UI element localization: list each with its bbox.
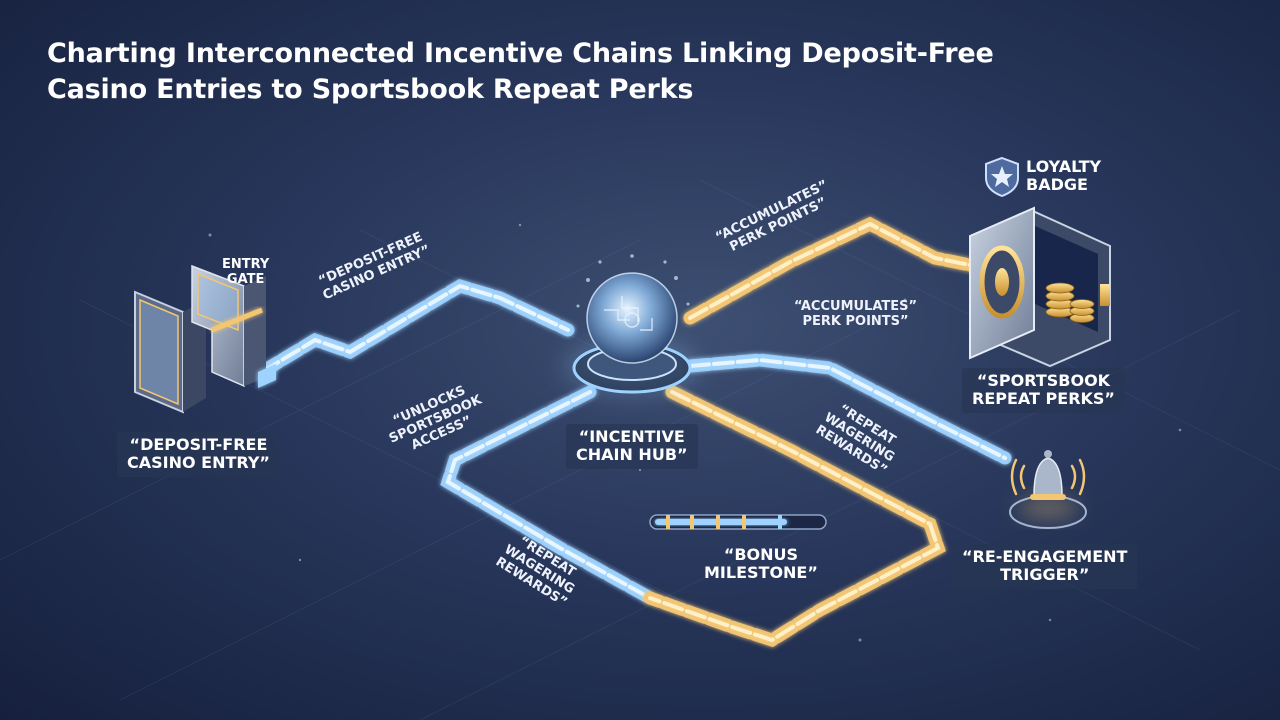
loyalty-line-2: BADGE (1026, 175, 1088, 195)
accumulates-mid-line-1: “ACCUMULATES” (794, 299, 918, 314)
reengagement-line-2: TRIGGER” (1000, 565, 1090, 585)
sportsbook-line-1: “SPORTSBOOK (976, 371, 1111, 390)
bonus-line-1: “BONUS (723, 545, 799, 564)
page-title: Charting Interconnected Incentive Chains… (47, 36, 1147, 108)
entry-gate-line-1: ENTRY (222, 257, 270, 272)
bonus-progress-bar (649, 514, 827, 530)
loyalty-badge-label: LOYALTY BADGE (1026, 157, 1102, 195)
accumulates-mid-line-2: PERK POINTS” (802, 313, 909, 329)
deposit-free-entry-label: “DEPOSIT-FREE CASINO ENTRY” (117, 432, 280, 477)
reengagement-trigger-label: “RE-ENGAGEMENT TRIGGER” (952, 544, 1138, 589)
link-label-accumulates-mid: “ACCUMULATES” PERK POINTS” (794, 299, 918, 330)
entry-gate-icon (134, 264, 276, 414)
shield-icon (985, 156, 1019, 198)
chain-accumulates-mid (683, 353, 1012, 465)
deposit-free-line-2: CASINO ENTRY” (127, 453, 270, 473)
chain-accumulates-top (683, 216, 982, 325)
title-line-2: Casino Entries to Sportsbook Repeat Perk… (47, 74, 694, 105)
incentive-hub-icon (562, 254, 702, 398)
sportsbook-line-2: REPEAT PERKS” (972, 389, 1115, 409)
deposit-free-line-1: “DEPOSIT-FREE (129, 435, 268, 454)
vault-icon (969, 206, 1111, 368)
hub-line-2: CHAIN HUB” (576, 445, 688, 465)
reengagement-line-1: “RE-ENGAGEMENT (962, 547, 1128, 566)
sportsbook-perks-label: “SPORTSBOOK REPEAT PERKS” (962, 368, 1125, 413)
loyalty-line-1: LOYALTY (1026, 157, 1102, 176)
chain-repeat-wagering (643, 385, 946, 648)
chain-casino-entry (255, 278, 575, 379)
sparkles (208, 223, 1182, 642)
hub-line-1: “INCENTIVE (578, 427, 685, 446)
entry-gate-line-2: GATE (226, 271, 265, 287)
entry-gate-label: ENTRY GATE (222, 257, 270, 288)
chain-unlocks (440, 385, 657, 605)
bonus-milestone-label: “BONUS MILESTONE” (704, 545, 818, 583)
title-line-1: Charting Interconnected Incentive Chains… (47, 38, 994, 69)
incentive-hub-label: “INCENTIVE CHAIN HUB” (566, 424, 698, 469)
bell-icon (1009, 450, 1087, 529)
bonus-line-2: MILESTONE” (704, 563, 818, 583)
